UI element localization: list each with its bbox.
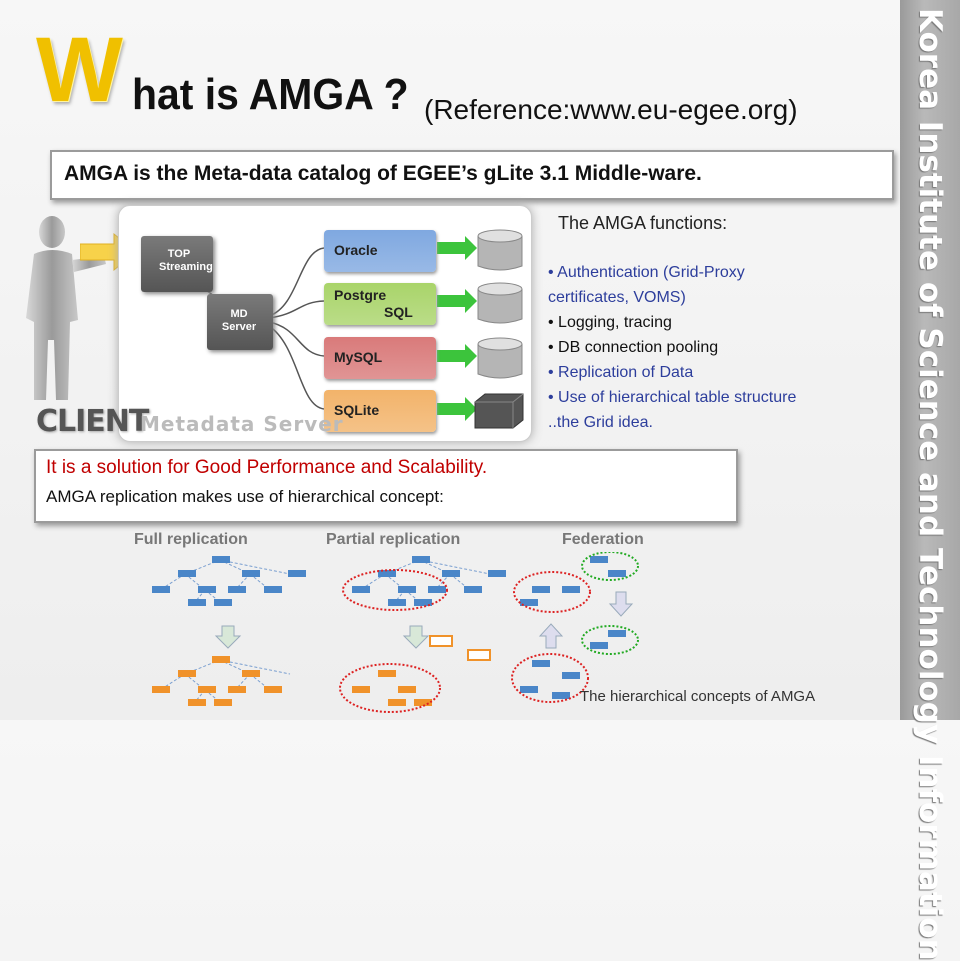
figure-caption: The hierarchical concepts of AMGA: [580, 688, 816, 705]
db-oracle-label: Oracle: [334, 242, 378, 258]
md-server-line1: MD: [230, 308, 248, 320]
functions-list: • Authentication (Grid-Proxy certificate…: [548, 260, 898, 435]
functions-list-item: • Logging, tracing: [548, 314, 672, 331]
top-streaming-box: TOP Streaming: [141, 236, 213, 292]
page-title: hat is AMGA ?: [132, 70, 409, 119]
database-cylinder-icon: [477, 229, 523, 271]
definition-text: AMGA is the Meta-data catalog of EGEE’s …: [64, 162, 702, 185]
partial-replication-tree: [339, 556, 506, 713]
definition-banner: AMGA is the Meta-data catalog of EGEE’s …: [50, 150, 894, 200]
functions-list-item: certificates, VOMS): [548, 289, 686, 306]
db-mysql-label: MySQL: [334, 349, 383, 365]
database-cylinder-icon: [477, 282, 523, 324]
client-label: CLIENT: [36, 404, 149, 439]
db-sql-label: SQL: [384, 304, 413, 320]
functions-list-item: • DB connection pooling: [548, 339, 719, 356]
sidebar-institute-text: Korea Institute of Science and Technolog…: [912, 8, 948, 961]
functions-list-item: • Use of hierarchical table structure: [548, 389, 797, 406]
top-streaming-line1: TOP: [167, 248, 191, 260]
db-postgresql-box: Postgre SQL: [324, 283, 436, 325]
sidebar-banner: Korea Institute of Science and Technolog…: [900, 0, 960, 961]
md-server-line2: Server: [221, 321, 257, 333]
functions-title: The AMGA functions:: [558, 213, 728, 233]
md-server-label: MD Server: [219, 308, 259, 334]
partial-replication-label: Partial replication: [326, 531, 461, 548]
db-sqlite-label: SQLite: [334, 402, 380, 418]
solution-headline: It is a solution for Good Performance an…: [46, 457, 488, 478]
db-mysql-box: MySQL: [324, 337, 436, 379]
db-oracle-box: Oracle: [324, 230, 436, 272]
functions-list-item: ..the Grid idea.: [548, 414, 653, 431]
md-server-box: MD Server: [207, 294, 273, 350]
title-reference: (Reference:www.eu-egee.org): [424, 94, 798, 125]
database-cylinder-icon: [477, 337, 523, 379]
functions-list-item: • Authentication (Grid-Proxy: [548, 264, 745, 281]
db-sqlite-box: SQLite: [324, 390, 436, 432]
top-streaming-line2: Streaming: [159, 261, 213, 273]
solution-box: It is a solution for Good Performance an…: [34, 449, 738, 523]
solution-subtext: AMGA replication makes use of hierarchic…: [46, 487, 444, 506]
functions-list-item: • Replication of Data: [548, 364, 694, 381]
replication-trees-illustration: [152, 552, 639, 713]
full-replication-tree: [152, 556, 306, 706]
federation-tree: [511, 552, 639, 703]
full-replication-label: Full replication: [134, 531, 248, 548]
federation-label: Federation: [562, 531, 644, 548]
sqlite-file-cube-icon: [474, 393, 524, 429]
metadata-server-diagram: TOP Streaming MD Server Oracle Postgre S…: [118, 205, 532, 442]
top-streaming-label: TOP Streaming: [159, 248, 213, 274]
metadata-server-label: Metadata Server: [140, 412, 344, 436]
title-initial-letter: W: [36, 19, 123, 121]
db-postgre-label: Postgre: [334, 287, 387, 303]
